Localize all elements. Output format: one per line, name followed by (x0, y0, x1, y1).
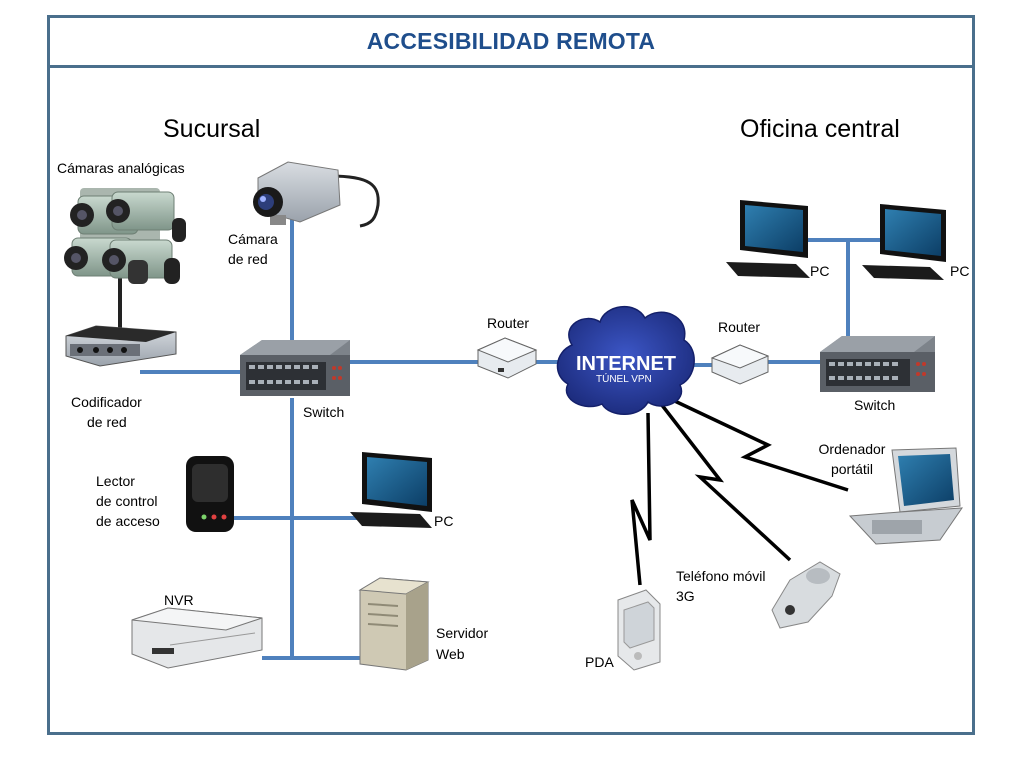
label-analog-cameras: Cámaras analógicas (57, 160, 185, 176)
label-laptop-line2: portátil (830, 461, 874, 477)
diagram-frame: ACCESIBILIDAD REMOTA (47, 15, 975, 735)
internet-cloud-icon (556, 305, 695, 415)
label-encoder-line2: de red (87, 414, 127, 430)
wireless-pda (630, 412, 652, 586)
label-laptop-line1: Ordenador (818, 441, 886, 457)
label-server-line1: Servidor (436, 625, 489, 641)
vpn-label: TÚNEL VPN (596, 374, 652, 385)
branch-router-icon (476, 337, 538, 379)
label-hq-router: Router (718, 319, 761, 335)
hq-router-icon (710, 344, 770, 385)
page-title: ACCESIBILIDAD REMOTA (366, 28, 656, 54)
section-hq: Oficina central (740, 115, 900, 143)
hq-pc-1-icon (726, 200, 810, 278)
label-hq-pc-1: PC (810, 263, 830, 279)
pda-icon (617, 589, 661, 671)
label-encoder-line1: Codificador (71, 394, 142, 410)
branch-pc-icon (350, 452, 432, 528)
label-server-line2: Web (436, 646, 465, 662)
label-reader-line3: de acceso (96, 513, 160, 529)
label-network-camera-line1: Cámara (228, 231, 278, 247)
hq-pc-2-icon (862, 204, 946, 280)
nvr-icon (131, 607, 263, 669)
wireless-phone (656, 398, 792, 562)
label-hq-switch: Switch (854, 397, 896, 413)
mobile-phone-icon (771, 561, 841, 629)
label-phone-line1: Teléfono móvil (676, 568, 766, 584)
label-branch-pc: PC (434, 513, 454, 529)
section-branch: Sucursal (163, 115, 261, 143)
title-bar: ACCESIBILIDAD REMOTA (50, 18, 972, 68)
label-reader-line1: Lector (96, 473, 135, 489)
label-network-camera-line2: de red (228, 251, 268, 267)
branch-switch-icon (240, 340, 350, 396)
label-branch-switch: Switch (303, 404, 345, 420)
internet-label: INTERNET (576, 353, 676, 375)
label-reader-line2: de control (96, 493, 158, 509)
analog-cameras-icon (64, 188, 186, 284)
label-phone-line2: 3G (676, 588, 695, 604)
label-branch-router: Router (487, 315, 530, 331)
web-server-icon (358, 577, 430, 671)
label-nvr: NVR (164, 592, 194, 608)
hq-switch-icon (820, 336, 935, 392)
network-camera-icon (253, 161, 380, 228)
wireless-laptop (661, 393, 849, 492)
access-reader-icon (186, 456, 234, 532)
label-hq-pc-2: PC (950, 263, 970, 279)
label-pda: PDA (585, 654, 614, 670)
encoder-icon (65, 325, 177, 367)
wireless-links (630, 393, 849, 586)
laptop-icon (848, 447, 963, 545)
